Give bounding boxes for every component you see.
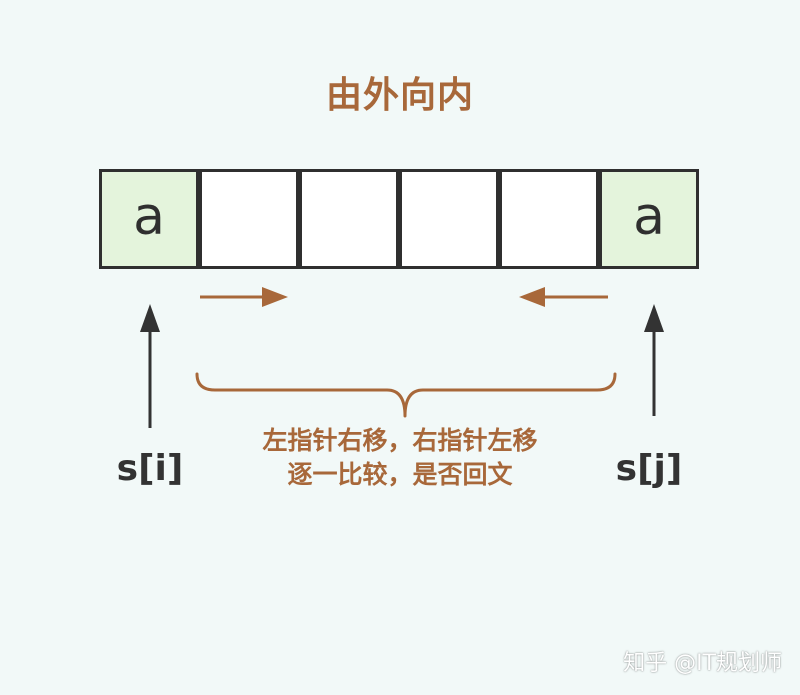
left-pointer-arrow-icon (140, 304, 160, 428)
watermark: 知乎 @IT规划师 (623, 651, 782, 676)
diagram-title: 由外向内 (325, 75, 474, 116)
left-pointer-label: s[i] (116, 448, 184, 489)
right-pointer-label: s[j] (615, 448, 683, 489)
caption-line-2: 逐一比较，是否回文 (287, 460, 513, 489)
right-pointer-arrow-icon (644, 304, 664, 416)
cell-char-5: a (633, 187, 665, 247)
caption-line-1: 左指针右移，右指针左移 (262, 426, 538, 455)
array-cell-2 (299, 169, 399, 269)
array-cell-3 (399, 169, 499, 269)
right-arrow-icon (200, 287, 288, 307)
array-cell-0: a (99, 169, 199, 269)
array-cell-5: a (599, 169, 699, 269)
curly-brace-icon (195, 372, 617, 418)
left-arrow-icon (519, 287, 608, 307)
cell-char-0: a (133, 187, 165, 247)
array-cell-1 (199, 169, 299, 269)
array-cell-4 (499, 169, 599, 269)
